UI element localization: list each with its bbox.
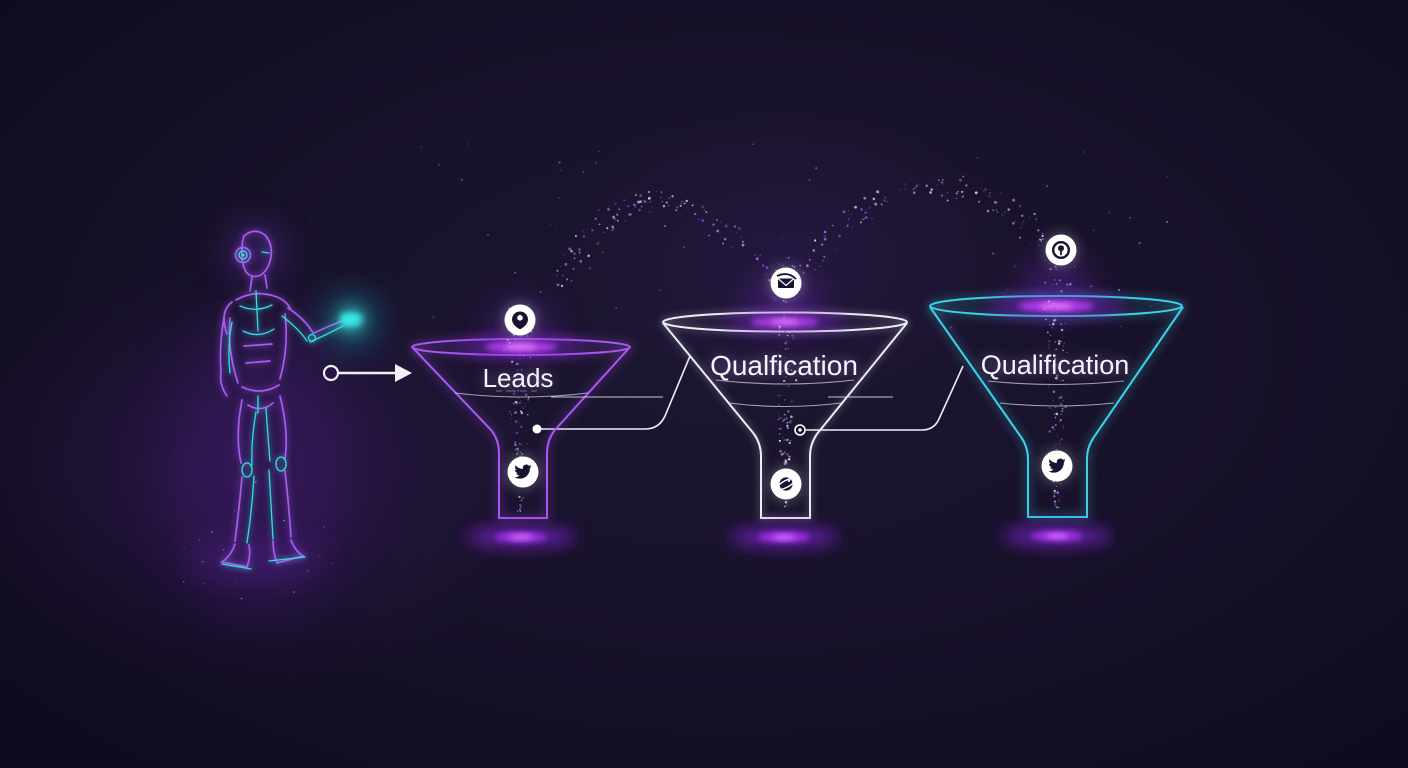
connector-line-1 <box>537 355 691 430</box>
rim-glow-2 <box>723 312 847 332</box>
ground-glow-3 <box>1002 525 1112 547</box>
robot-purple-lines <box>219 230 346 568</box>
rim-glow-3 <box>988 295 1124 317</box>
ringed-planet-icon <box>770 468 802 500</box>
funnel-1-label: Leads <box>483 363 554 393</box>
funnel-3-label: Qualification <box>981 350 1130 380</box>
arrow-start-circle <box>322 364 340 382</box>
robot-headphone-icon <box>234 246 252 264</box>
flow-arrow <box>322 364 412 382</box>
funnel-2-label: Qualfication <box>710 350 858 381</box>
funnel-connectors <box>532 355 964 436</box>
rim-glows <box>459 295 1124 357</box>
connector-node-2 <box>794 424 806 436</box>
robot-pointing-hand <box>325 294 377 346</box>
funnel-labels: Leads Qualfication Qualification <box>483 350 1130 393</box>
ground-glow-2 <box>729 526 839 548</box>
robot-knee-left <box>241 462 253 478</box>
connector-dot-1 <box>532 424 542 434</box>
ground-glow-1 <box>466 526 576 548</box>
twitter-bird-icon <box>1041 450 1073 482</box>
email-envelope-icon <box>770 267 802 299</box>
robot-figure <box>219 230 377 570</box>
ground-glows <box>466 525 1112 548</box>
connector-line-2 <box>806 365 964 431</box>
rim-glow-1 <box>459 337 583 357</box>
funnel-qualification-2 <box>929 295 1184 518</box>
robot-knee-right <box>275 456 287 472</box>
icon-badges <box>504 234 1077 500</box>
twitter-bird-icon <box>507 456 539 488</box>
location-pin-icon <box>504 304 536 336</box>
pin-in-ring-icon <box>1045 234 1077 266</box>
robot-cyan-lines <box>221 251 344 570</box>
robot-elbow <box>307 333 317 343</box>
arrow-head <box>395 364 412 382</box>
